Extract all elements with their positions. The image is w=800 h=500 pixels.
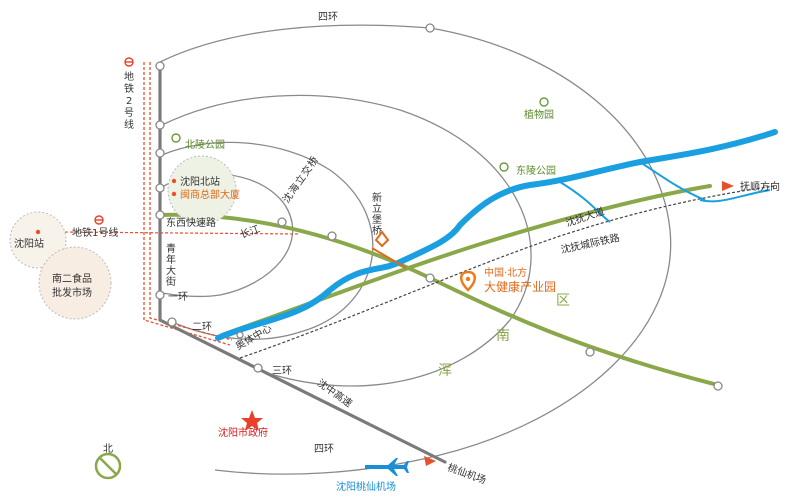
svg-text:区: 区	[556, 293, 570, 309]
shenfu-rail-label: 沈抚城际铁路	[559, 231, 620, 256]
shenyang-station-area	[9, 211, 67, 269]
shenyang-north-dot	[171, 178, 177, 184]
qingnian-label: 青 年 大 街	[166, 242, 176, 288]
north-label: 北	[103, 443, 113, 455]
minshang-dot	[171, 191, 177, 197]
fushun-label: 抚顺方向	[740, 180, 780, 193]
metro-icon	[94, 57, 134, 225]
shenhai-label: 沈 海 立 交 桥	[279, 154, 321, 205]
svg-text:号: 号	[124, 107, 134, 119]
changjiang-label: 长江	[239, 223, 262, 241]
ring-nodes	[155, 23, 723, 391]
svg-text:2: 2	[126, 96, 132, 107]
hun-river	[215, 129, 778, 341]
metro-line2-label: 地 铁 2 号 线	[124, 70, 134, 131]
svg-text:大: 大	[166, 264, 176, 277]
svg-text:地: 地	[124, 70, 134, 83]
nan-er-line2: 批发市场	[52, 286, 92, 299]
bridge-line	[371, 247, 407, 269]
svg-text:桥: 桥	[372, 225, 382, 237]
shenyang-north-label: 沈阳北站	[180, 175, 220, 188]
airport-label: 沈阳桃仙机场	[336, 480, 396, 493]
city-gov-label: 沈阳市政府	[218, 426, 268, 439]
bridge-icon	[374, 230, 390, 248]
ring3-label: 三环	[272, 366, 292, 377]
ring4-top-label: 四环	[318, 12, 338, 23]
ring4-bottom-label: 四环	[314, 444, 334, 455]
dongling-label: 东陵公园	[516, 164, 556, 177]
airplane-icon	[365, 458, 409, 476]
nan-er-line1: 南二食品	[52, 272, 92, 285]
svg-text:新: 新	[372, 191, 382, 204]
green-roads	[156, 184, 720, 387]
xinli-label: 新 立 堡 桥	[372, 191, 382, 237]
ring-3	[161, 94, 532, 387]
ring-roads	[159, 24, 672, 475]
shenfu-label: 沈抚大道	[564, 205, 606, 230]
metro-line-1	[59, 231, 301, 235]
svg-text:铁: 铁	[124, 82, 134, 95]
compass-icon	[94, 452, 122, 480]
svg-text:年: 年	[166, 253, 176, 266]
svg-text:浑: 浑	[438, 363, 452, 379]
dongxi-label: 东西快速路	[166, 216, 216, 229]
airport-arrow-icon	[424, 456, 436, 466]
nan-er-area	[38, 246, 112, 320]
svg-text:街: 街	[166, 275, 176, 288]
hunnan-label: 浑 南 区	[438, 293, 570, 379]
svg-text:青: 青	[166, 242, 176, 255]
svg-text:堡: 堡	[372, 213, 382, 226]
minshang-label: 闽商总部大厦	[180, 188, 240, 201]
metro-line-2	[143, 62, 233, 346]
project-name-line1: 中国·北方	[484, 266, 527, 279]
ring-2	[161, 141, 374, 340]
ring2-label: 二环	[192, 322, 212, 333]
fushun-arrow-icon	[722, 181, 734, 191]
svg-text:线: 线	[124, 118, 134, 131]
project-name-line2: 大健康产业园	[484, 279, 556, 294]
shenyang-station-dot	[35, 229, 41, 235]
svg-text:南: 南	[496, 328, 510, 344]
metro-line1-label: 地铁1号线	[72, 226, 118, 239]
project-pin-icon	[460, 270, 476, 292]
ring-4	[159, 24, 672, 475]
ring1-label: 一环	[168, 292, 188, 303]
zhiwuyuan-label: 植物园	[524, 108, 554, 121]
svg-text:立: 立	[372, 202, 382, 215]
city-gov-star-icon	[241, 410, 263, 431]
taoxian-label: 桃仙机场	[446, 461, 488, 487]
shenyang-station-label: 沈阳站	[14, 237, 44, 250]
shenyang-north-area	[167, 155, 237, 225]
park-icon	[171, 97, 549, 172]
shenzhong-label: 沈中高速	[315, 376, 355, 410]
shenfu-rail	[239, 185, 776, 359]
beiling-label: 北陵公园	[185, 139, 225, 151]
